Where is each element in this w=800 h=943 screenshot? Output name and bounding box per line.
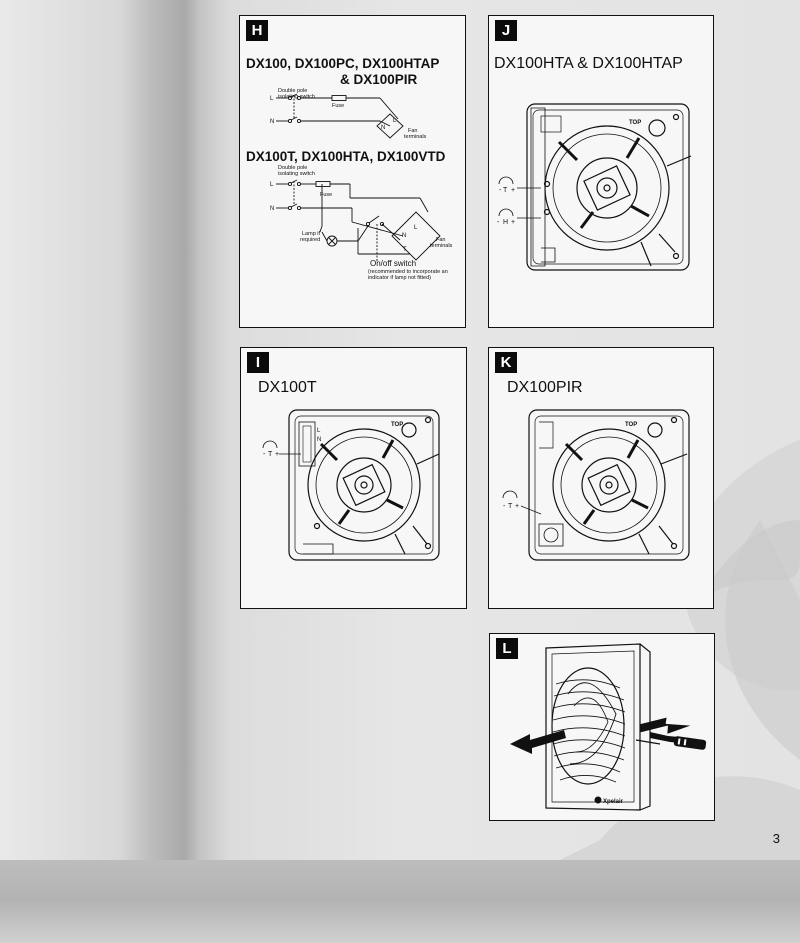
t-label-i: T bbox=[268, 451, 273, 458]
live-label: L bbox=[270, 96, 274, 102]
panel-j: J DX100HTA & DX100HTAP bbox=[488, 15, 714, 328]
isolating-switch-label-1: Double pole bbox=[278, 88, 307, 94]
panel-k: K DX100PIR TOP - bbox=[488, 347, 714, 609]
panel-h-title-2: & DX100PIR bbox=[340, 72, 418, 87]
l-label-i: L bbox=[317, 428, 321, 434]
fan-terminals-label-2: terminals bbox=[404, 134, 427, 140]
fan-terminals-2-label-2: terminals bbox=[430, 243, 453, 249]
top-label-i: TOP bbox=[391, 422, 403, 428]
terminal-2-l-label: L bbox=[414, 225, 418, 231]
onoff-note-2: indicator if lamp not fitted) bbox=[368, 275, 431, 281]
panel-j-title: DX100HTA & DX100HTAP bbox=[494, 55, 683, 72]
panel-h-title-1: DX100, DX100PC, DX100HTAP bbox=[246, 56, 440, 71]
terminal-2-n-label: N bbox=[402, 233, 406, 239]
h-label-j: H bbox=[503, 219, 508, 226]
minus-label-j-h: - bbox=[497, 219, 500, 226]
fan-unit-j-diagram: TOP - T + - H + bbox=[497, 103, 692, 271]
plus-label-j-h: + bbox=[511, 219, 515, 226]
isolating-switch-label-2: isolating switch bbox=[278, 94, 315, 100]
t-label-j: T bbox=[503, 187, 508, 194]
panel-h-title-3: DX100T, DX100HTA, DX100VTD bbox=[246, 149, 446, 164]
neutral-2-label: N bbox=[270, 206, 274, 212]
terminal-2-t-label: T bbox=[403, 247, 407, 253]
terminal-l-label: L bbox=[393, 118, 397, 124]
panel-l: L Xpelair bbox=[489, 633, 715, 821]
top-label-k: TOP bbox=[625, 422, 637, 428]
minus-label-i: - bbox=[263, 451, 266, 458]
plus-label-k: + bbox=[515, 503, 519, 510]
page-number: 3 bbox=[772, 831, 780, 846]
lamp-label-1: Lamp if bbox=[302, 231, 321, 237]
top-label-j: TOP bbox=[629, 120, 641, 126]
wiring-diagram-1: Double pole isolating switch L N Fuse N … bbox=[270, 88, 427, 140]
plus-label-j-t: + bbox=[511, 187, 515, 194]
fan-removal-illustration: Xpelair bbox=[510, 643, 707, 811]
fan-unit-i-diagram: TOP - T + L N bbox=[262, 409, 440, 561]
panel-i-badge: I bbox=[247, 352, 269, 373]
panel-i-title: DX100T bbox=[258, 379, 317, 396]
onoff-switch-label: On/off switch bbox=[370, 259, 416, 268]
n-label-i: N bbox=[317, 437, 321, 443]
minus-label-k: - bbox=[503, 503, 506, 510]
lamp-label-2: required bbox=[300, 237, 320, 243]
xpelair-brand: Xpelair bbox=[603, 799, 624, 805]
isolating-switch-2-label-1: Double pole bbox=[278, 165, 307, 171]
panel-l-badge: L bbox=[496, 638, 518, 659]
paper-edge bbox=[0, 860, 800, 943]
fuse-2-label: Fuse bbox=[320, 192, 332, 198]
onoff-note-1: (recommended to incorporate an bbox=[368, 269, 448, 275]
panel-h: H DX100, DX100PC, DX100HTAP & DX100PIR D… bbox=[239, 15, 466, 328]
plus-label-i: + bbox=[275, 451, 279, 458]
fan-terminals-label-1: Fan bbox=[408, 128, 417, 134]
fuse-label: Fuse bbox=[332, 103, 344, 109]
fan-terminals-2-label-1: Fan bbox=[436, 237, 445, 243]
t-label-k: T bbox=[508, 503, 513, 510]
neutral-label: N bbox=[270, 119, 274, 125]
wiring-diagram-2: Double pole isolating switch L N bbox=[270, 165, 453, 281]
fan-unit-k-diagram: TOP - T + bbox=[502, 409, 690, 561]
isolating-switch-2-label-2: isolating switch bbox=[278, 171, 315, 177]
panel-h-badge: H bbox=[246, 20, 268, 41]
panel-j-badge: J bbox=[495, 20, 517, 41]
panel-i: I DX100T TOP bbox=[240, 347, 467, 609]
panel-k-title: DX100PIR bbox=[507, 379, 583, 396]
terminal-n-label: N bbox=[381, 125, 385, 131]
panel-k-badge: K bbox=[495, 352, 517, 373]
minus-label-j-t: - bbox=[499, 187, 502, 194]
live-2-label: L bbox=[270, 182, 274, 188]
